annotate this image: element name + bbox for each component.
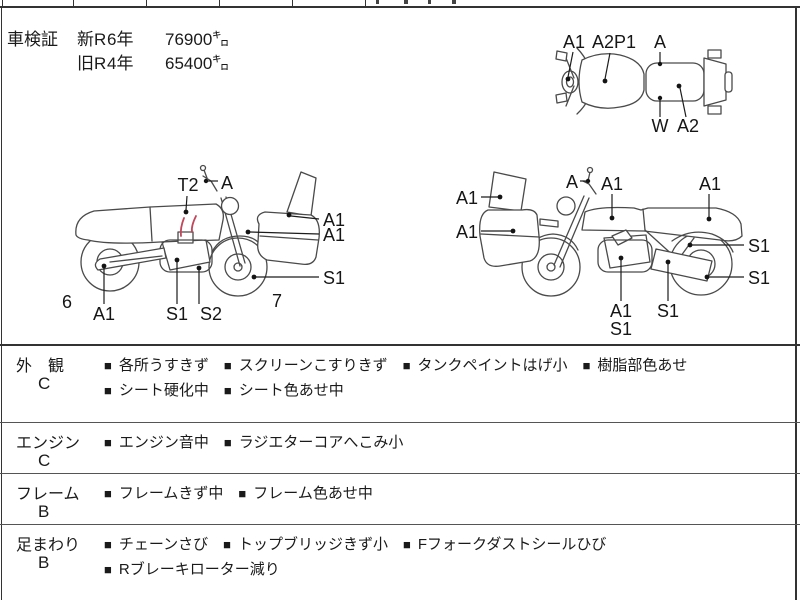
label-a1: A1 [456, 188, 478, 208]
condition-row-exterior: 外 観 C ■各所うすきず ■スクリーンこすりきず ■タンクペイントはげ小 ■樹… [0, 346, 800, 422]
condition-item: ■樹脂部色あせ [582, 357, 688, 374]
label-a: A [221, 173, 233, 193]
square-bullet-icon: ■ [223, 435, 232, 450]
bike-right-side-diagram: A1 A1 A A1 A1 S1 S1 A1 S1 S1 [456, 165, 770, 339]
label-w: W [652, 116, 669, 136]
shaken-values: 新R 6年 76900㌔ 旧R 4年 65400㌔ [77, 28, 229, 76]
row-label: エンジン [16, 435, 81, 452]
square-bullet-icon: ■ [223, 537, 231, 552]
label-a1: A1 [323, 210, 345, 230]
label-6: 6 [62, 292, 72, 312]
cut-off-text-fragment [452, 0, 456, 4]
row-items: ■各所うすきず ■スクリーンこすりきず ■タンクペイントはげ小 ■樹脂部色あせ … [104, 346, 794, 403]
square-bullet-icon: ■ [223, 358, 232, 373]
condition-item: ■エンジン音中 [104, 434, 209, 451]
condition-item: ■シート硬化中 [104, 382, 209, 399]
square-bullet-icon: ■ [104, 562, 112, 577]
reg-year: 4年 [107, 54, 134, 73]
condition-item: ■タンクペイントはげ小 [402, 357, 568, 374]
label-s1: S1 [748, 268, 770, 288]
cut-off-text-fragment [428, 0, 431, 4]
row-grade: B [38, 502, 50, 521]
square-bullet-icon: ■ [403, 537, 411, 552]
row-label: フレーム [16, 486, 80, 503]
row-label: 足まわり [16, 537, 81, 554]
divider [219, 0, 220, 7]
label-a: A [566, 172, 578, 192]
label-s1: S1 [166, 304, 188, 324]
label-a1: A1 [610, 301, 632, 321]
bike-top-view-diagram: A1 A2P1 A W A2 [545, 32, 750, 136]
label-s1: S1 [748, 236, 770, 256]
shaken-label: 車検証 [7, 30, 58, 49]
condition-item: ■Rブレーキローター減り [104, 561, 280, 578]
condition-row-engine: エンジン C ■エンジン音中 ■ラジエターコアへこみ小 [0, 422, 800, 473]
odometer: 76900㌔ [165, 30, 230, 49]
label-s1: S1 [657, 301, 679, 321]
cut-off-text-fragment [376, 0, 379, 4]
condition-item: ■スクリーンこすりきず [223, 357, 388, 374]
label-a1: A1 [699, 174, 721, 194]
divider [365, 0, 366, 7]
reg-era: 旧R [77, 54, 107, 73]
label-s1: S1 [610, 319, 632, 339]
label-a2p1: A2P1 [592, 32, 636, 52]
row-grade: C [38, 374, 51, 393]
label-a1: A1 [93, 304, 115, 324]
label-a1: A1 [456, 222, 478, 242]
label-7: 7 [272, 291, 282, 311]
label-a: A [654, 32, 666, 52]
divider [146, 0, 147, 7]
condition-table: 外 観 C ■各所うすきず ■スクリーンこすりきず ■タンクペイントはげ小 ■樹… [0, 344, 800, 600]
reg-era: 新R [77, 30, 107, 49]
label-a2: A2 [677, 116, 699, 136]
condition-item: ■ラジエターコアへこみ小 [223, 434, 404, 451]
condition-item: ■トップブリッジきず小 [223, 536, 388, 553]
square-bullet-icon: ■ [104, 486, 112, 501]
label-a1: A1 [563, 32, 585, 52]
square-bullet-icon: ■ [582, 358, 591, 373]
bike-right-side-art [480, 168, 742, 297]
page-border-left [1, 6, 2, 600]
page-border-right [795, 6, 797, 600]
square-bullet-icon: ■ [104, 383, 112, 398]
label-a1: A1 [323, 225, 345, 245]
square-bullet-icon: ■ [223, 383, 232, 398]
condition-item: ■フレーム色あせ中 [238, 485, 373, 502]
condition-row-undercarriage: 足まわり B ■チェーンさび ■トップブリッジきず小 ■Fフォークダストシールひ… [0, 524, 800, 600]
square-bullet-icon: ■ [402, 358, 411, 373]
bike-left-side-art [76, 166, 320, 297]
divider [0, 6, 800, 8]
reg-year: 6年 [107, 30, 134, 49]
row-grade: C [38, 451, 51, 470]
bike-top-view-art [556, 48, 732, 114]
condition-row-frame: フレーム B ■フレームきず中 ■フレーム色あせ中 [0, 473, 800, 524]
row-items: ■チェーンさび ■トップブリッジきず小 ■Fフォークダストシールひび ■Rブレー… [104, 525, 794, 582]
bike-left-side-diagram: T2 A A1 A1 S1 6 A1 S1 S2 7 [62, 165, 345, 324]
label-t2: T2 [177, 175, 198, 195]
row-grade: B [38, 553, 50, 572]
square-bullet-icon: ■ [104, 537, 112, 552]
condition-item: ■フレームきず中 [104, 485, 224, 502]
label-s2: S2 [200, 304, 222, 324]
square-bullet-icon: ■ [104, 358, 112, 373]
row-items: ■フレームきず中 ■フレーム色あせ中 [104, 474, 794, 506]
label-s1: S1 [323, 268, 345, 288]
square-bullet-icon: ■ [238, 486, 247, 501]
red-damage-marks [181, 216, 196, 236]
odometer: 65400㌔ [165, 54, 230, 73]
divider [292, 0, 293, 7]
condition-item: ■各所うすきず [104, 357, 209, 374]
condition-item: ■Fフォークダストシールひび [403, 536, 607, 553]
condition-item: ■シート色あせ中 [223, 382, 344, 399]
divider [73, 0, 74, 7]
row-label: 外 観 [16, 358, 65, 375]
shaken-certificate-block: 車検証 新R 6年 76900㌔ 旧R 4年 65400㌔ [7, 28, 229, 73]
row-items: ■エンジン音中 ■ラジエターコアへこみ小 [104, 423, 794, 455]
square-bullet-icon: ■ [104, 435, 112, 450]
cut-off-text-fragment [404, 0, 408, 4]
label-a1: A1 [601, 174, 623, 194]
divider [2, 0, 3, 7]
condition-item: ■チェーンさび [104, 536, 209, 553]
